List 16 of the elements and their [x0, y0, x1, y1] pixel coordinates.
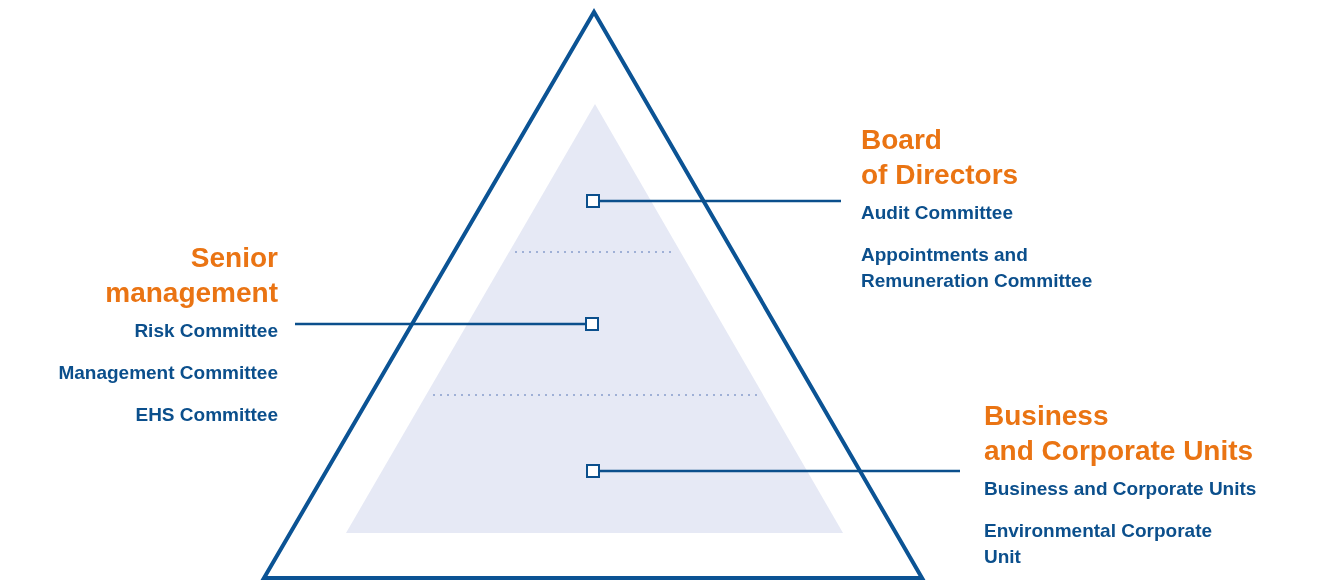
committee-label: Risk Committee [134, 319, 278, 343]
square-marker [586, 464, 600, 478]
committee-label: Appointments and Remuneration Committee [861, 243, 1093, 293]
leader-line [295, 322, 585, 326]
heading: Business and Corporate Units [984, 399, 1254, 468]
heading: Board of Directors [861, 123, 1019, 192]
square-marker [586, 194, 600, 208]
heading: Senior management [105, 241, 278, 310]
leader-line [600, 199, 841, 203]
committee-label: Audit Committee [861, 201, 1013, 225]
committee-label: Business and Corporate Units [984, 477, 1257, 501]
leader-line [600, 469, 960, 473]
square-marker [585, 317, 599, 331]
committee-label: Management Committee [58, 361, 278, 385]
committee-label: Environmental Corporate Unit [984, 519, 1213, 569]
committee-label: EHS Committee [135, 403, 278, 427]
